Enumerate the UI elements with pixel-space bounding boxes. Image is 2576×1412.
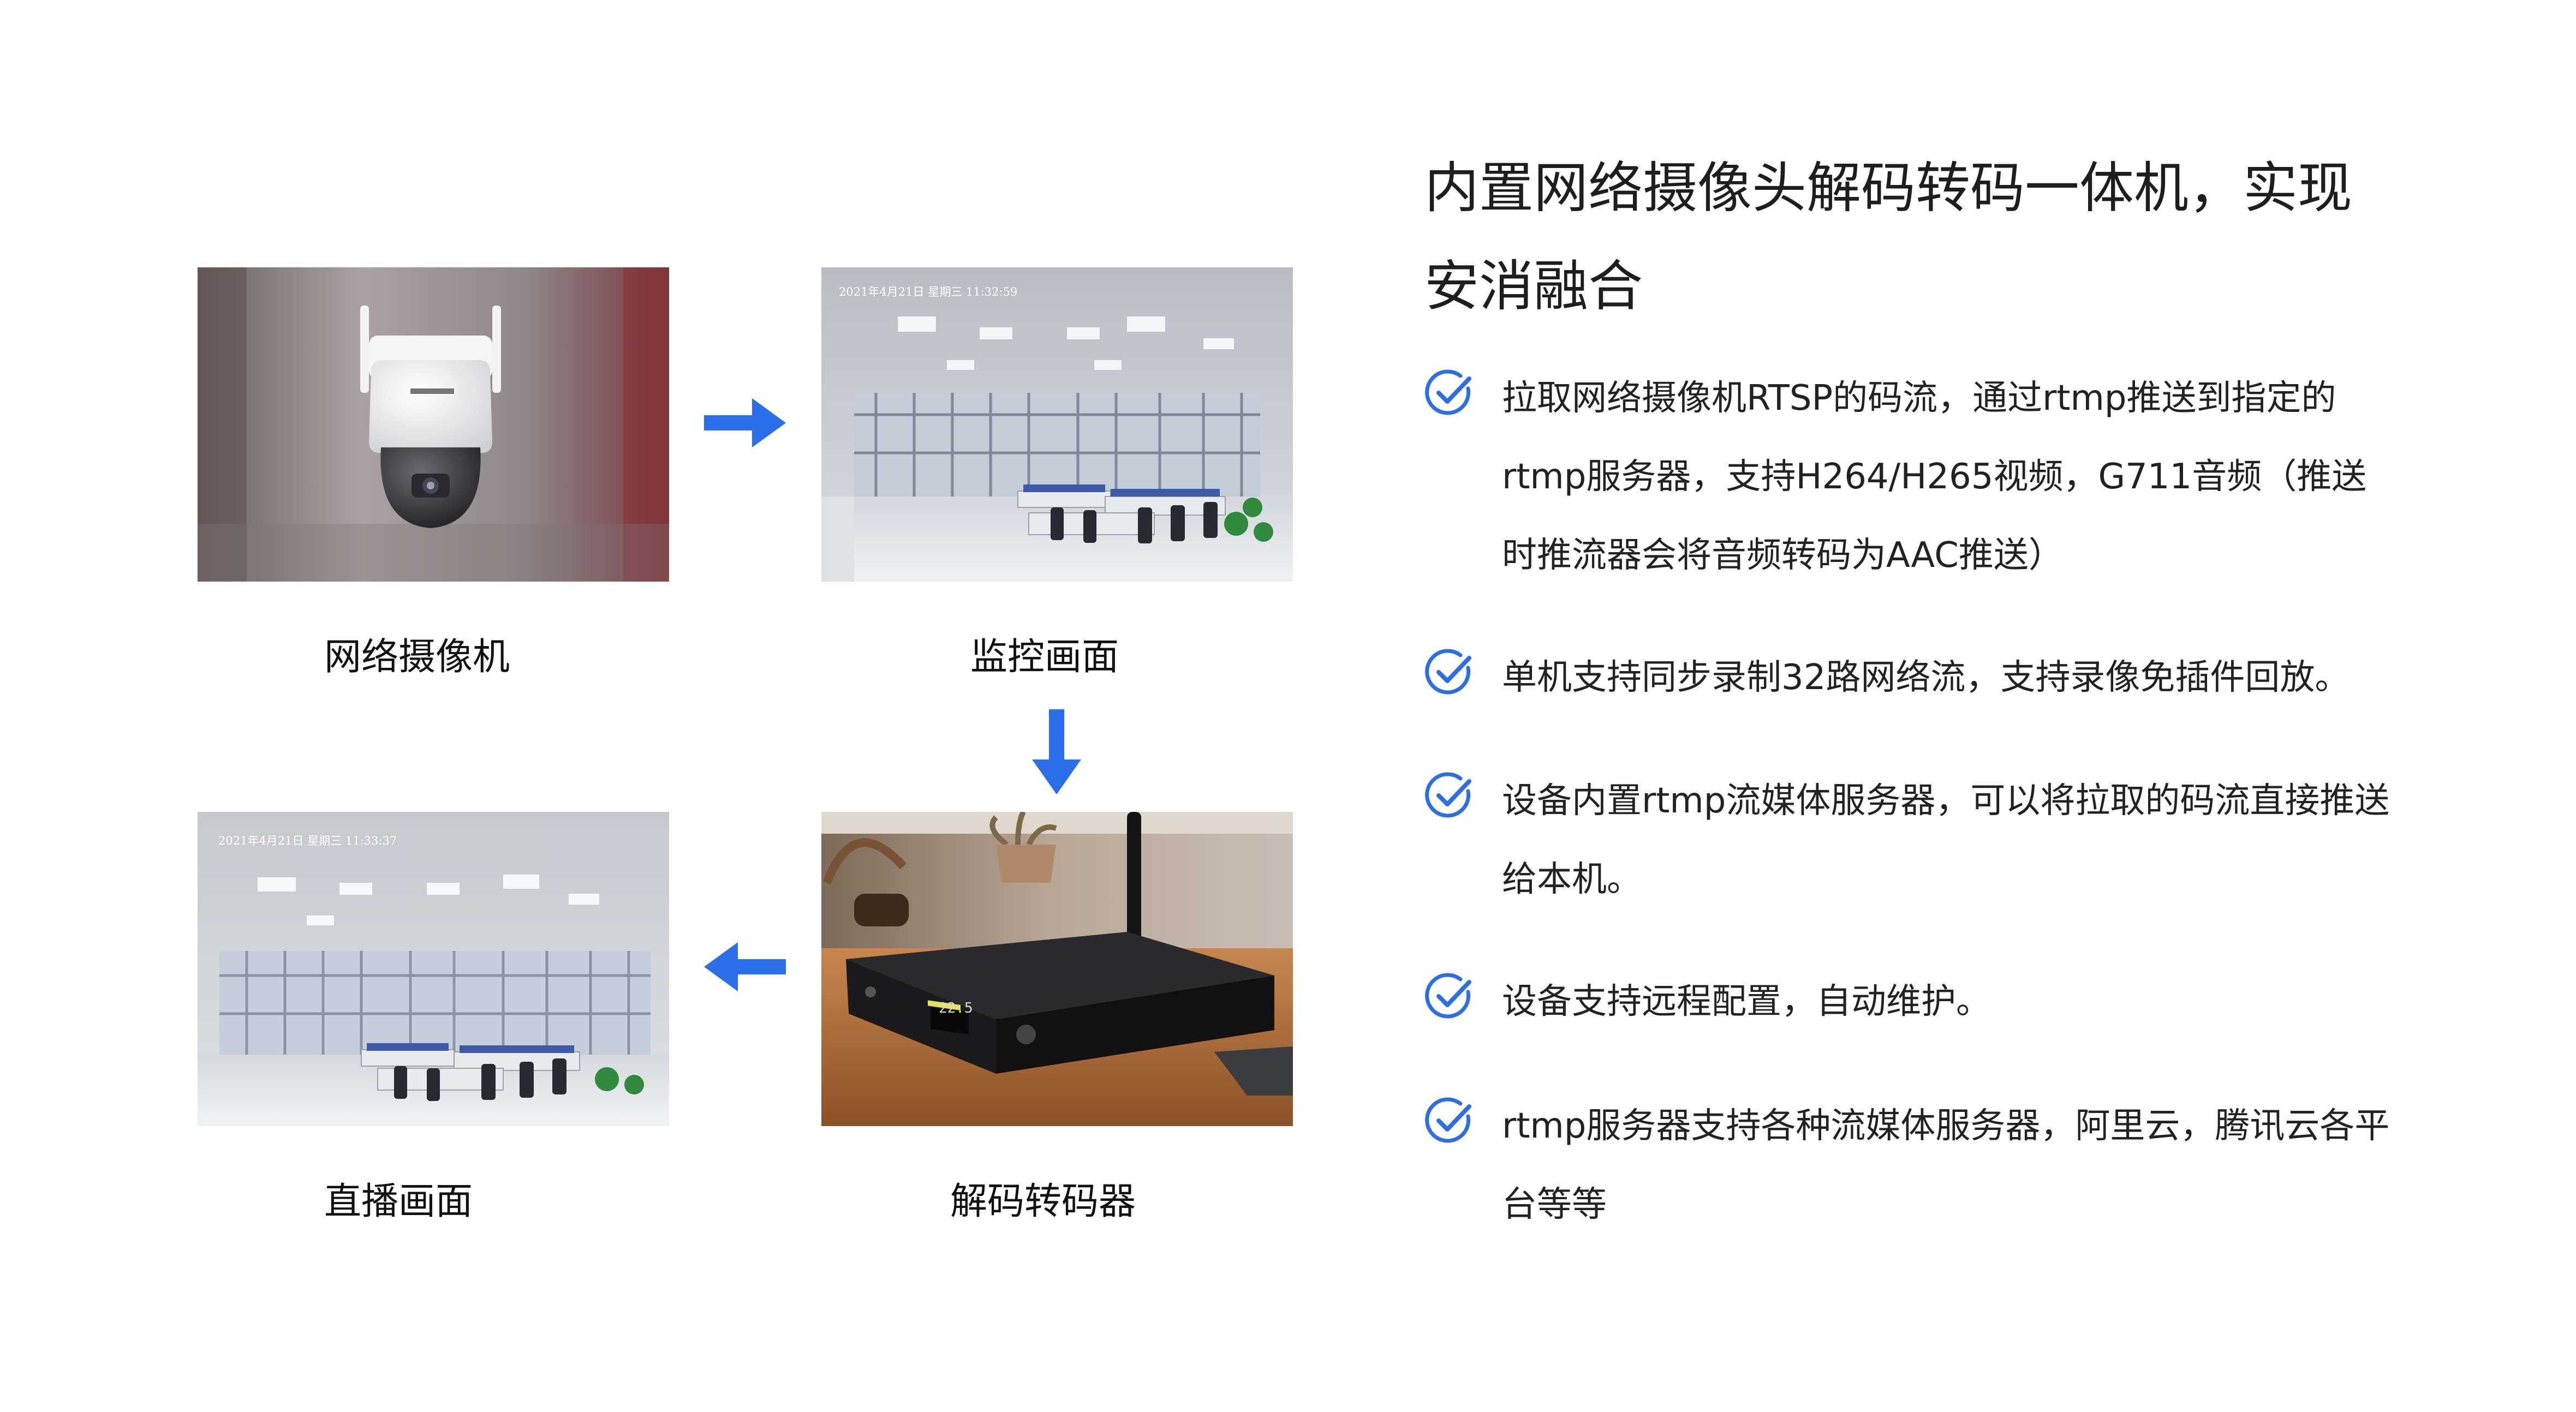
monitor-photo: 2021年4月21日 星期三 11:32:59 [821,267,1293,582]
feature-text: 拉取网络摄像机RTSP的码流，通过rtmp推送到指定的rtmp服务器，支持H26… [1502,378,2367,576]
arrow-down-icon [1032,709,1081,794]
feature-item: rtmp服务器支持各种流媒体服务器，阿里云，腾讯云各平台等等 [1424,1087,2401,1244]
feature-text: 单机支持同步录制32路网络流，支持录像免插件回放。 [1502,657,2350,698]
arrow-left-icon [704,942,786,991]
feature-text: 设备支持远程配置，自动维护。 [1502,982,1991,1022]
camera-caption: 网络摄像机 [324,636,510,679]
title-line-2: 安消融合 [1424,254,1643,318]
check-circle-icon [1425,772,1471,818]
live-photo: 2021年4月21日 星期三 11:33:37 [198,812,669,1126]
title-line-1: 内置网络摄像头解码转码一体机，实现 [1424,156,2352,220]
svg-text:22.5: 22.5 [939,1000,973,1016]
check-circle-icon [1425,973,1471,1019]
live-caption: 直播画面 [324,1180,473,1223]
feature-item: 设备内置rtmp流媒体服务器，可以将拉取的码流直接推送给本机。 [1424,762,2401,919]
feature-text: 设备内置rtmp流媒体服务器，可以将拉取的码流直接推送给本机。 [1502,781,2390,900]
feature-item: 拉取网络摄像机RTSP的码流，通过rtmp推送到指定的rtmp服务器，支持H26… [1424,359,2401,595]
feature-item: 单机支持同步录制32路网络流，支持录像免插件回放。 [1424,638,2401,717]
live-timestamp: 2021年4月21日 星期三 11:33:37 [218,834,397,847]
check-circle-icon [1425,369,1471,415]
page-title: 内置网络摄像头解码转码一体机，实现 安消融合 [1424,139,2461,336]
monitor-timestamp: 2021年4月21日 星期三 11:32:59 [839,285,1017,298]
check-circle-icon [1425,1097,1471,1143]
decoder-photo: 22.5 [821,812,1293,1126]
arrow-right-icon [704,398,786,447]
decoder-caption: 解码转码器 [950,1180,1136,1223]
check-circle-icon [1425,649,1471,695]
feature-item: 设备支持远程配置，自动维护。 [1424,962,2401,1041]
monitor-caption: 监控画面 [970,636,1119,679]
camera-photo [198,267,669,582]
feature-text: rtmp服务器支持各种流媒体服务器，阿里云，腾讯云各平台等等 [1502,1106,2390,1225]
